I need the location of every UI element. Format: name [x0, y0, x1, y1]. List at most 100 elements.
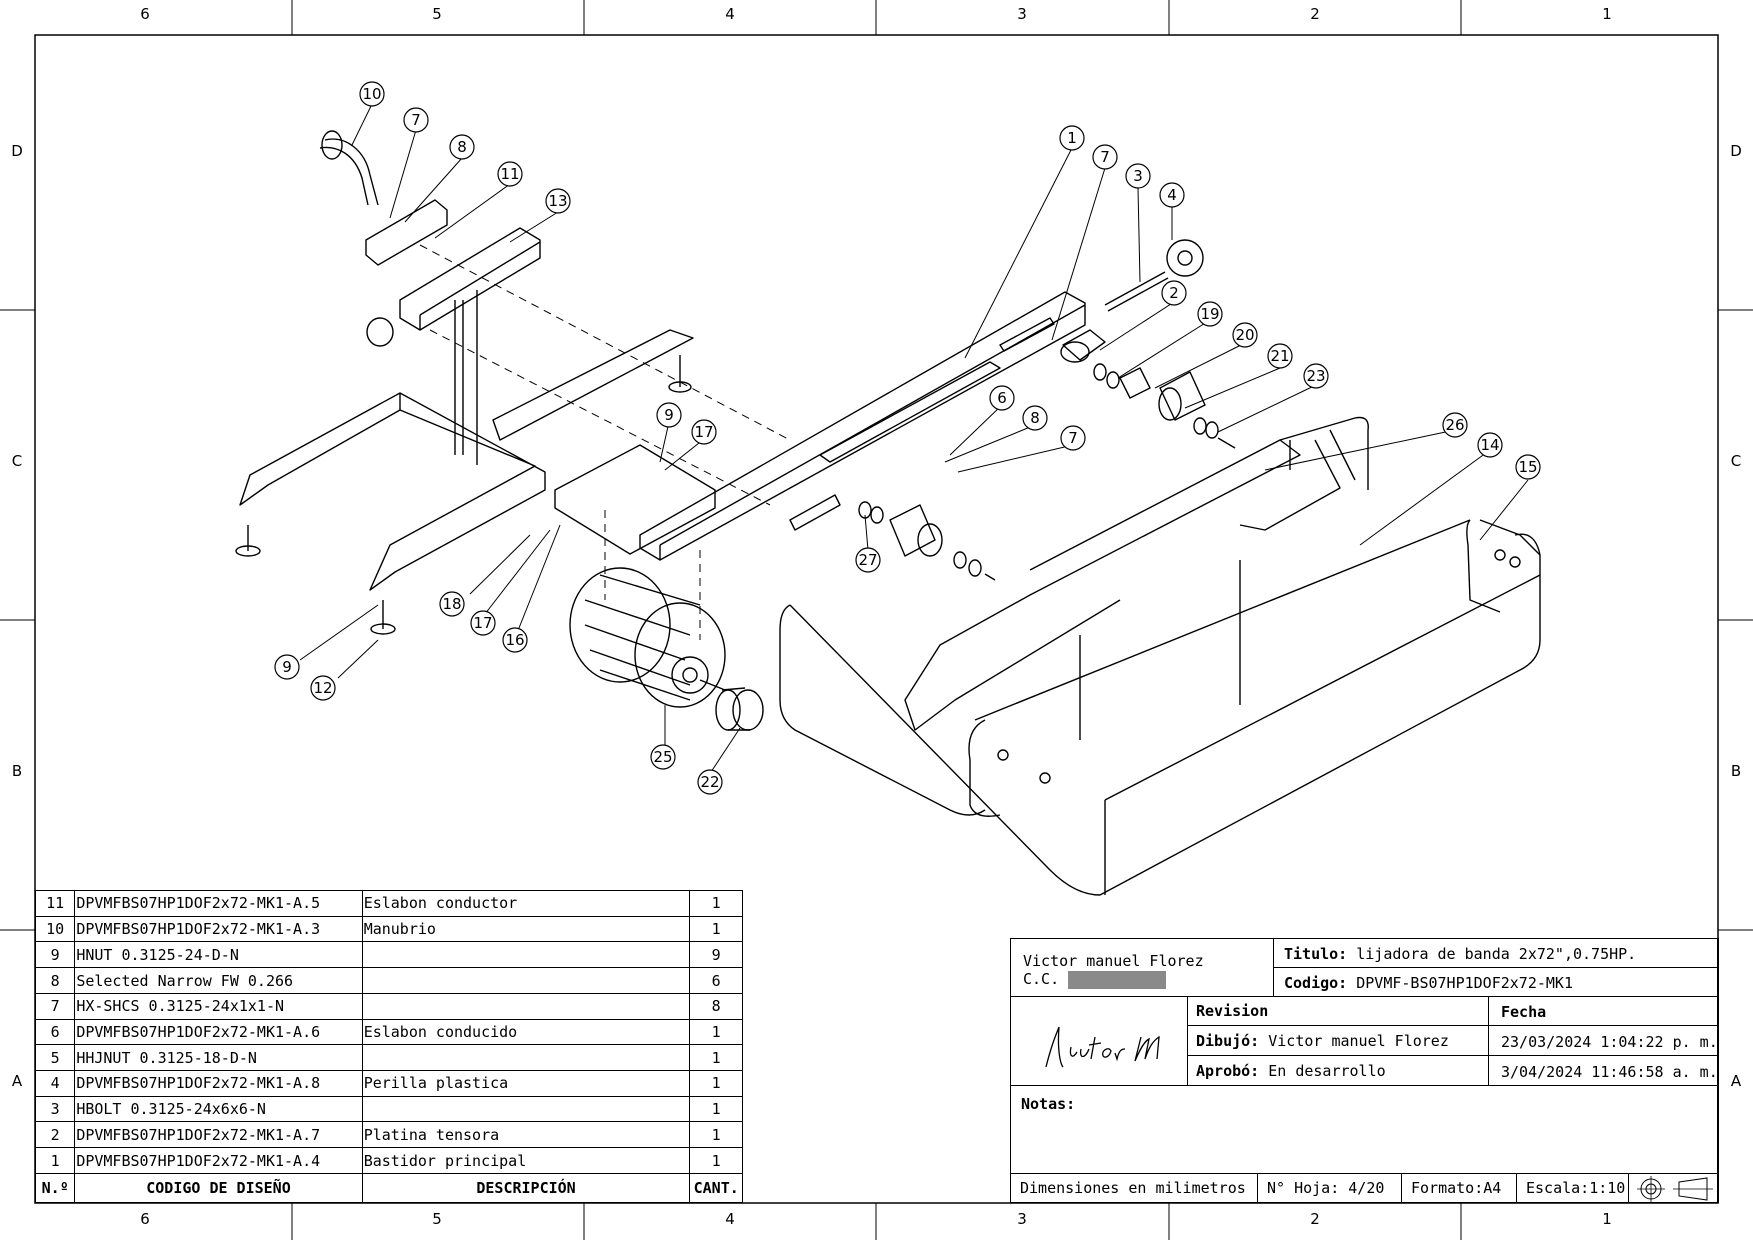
zone-col-label: 6 [140, 1210, 150, 1228]
bom-cell-qty: 1 [689, 1095, 743, 1123]
balloon-circle [656, 402, 682, 428]
aprobo-value: En desarrollo [1268, 1062, 1386, 1080]
balloon-circle [697, 769, 723, 795]
zone-col-label: 4 [725, 1210, 735, 1228]
bom-cell-num: 2 [34, 1121, 76, 1149]
dibujo-fecha: 23/03/2024 1:04:22 p. m. [1501, 1033, 1718, 1051]
balloon-circle [497, 161, 523, 187]
zone-col-label: 6 [140, 5, 150, 23]
zone-col-label: 3 [1017, 1210, 1027, 1228]
balloon-label: 4 [1167, 186, 1177, 204]
bom-cell-desc: Eslabon conductor [361, 890, 691, 917]
bom-cell-desc [361, 941, 691, 969]
bom-header-code: CODIGO DE DISEÑO [74, 1173, 363, 1203]
bom-header-desc: DESCRIPCIÓN [361, 1173, 691, 1203]
notas-label: Notas: [1021, 1095, 1076, 1113]
bom-cell-num: 4 [34, 1070, 76, 1097]
bom-header-qty: CANT. [689, 1173, 743, 1203]
author-name: Victor manuel Florez [1023, 952, 1204, 970]
formato-label: Formato: [1411, 1179, 1484, 1197]
balloon-label: 7 [1068, 429, 1078, 447]
formato-cell: Formato:A4 [1401, 1173, 1517, 1203]
balloon-circle [310, 675, 336, 701]
aprobo-label: Aprobó: [1196, 1062, 1260, 1080]
balloon-circle [1515, 454, 1541, 480]
bom-cell-code: DPVMFBS07HP1DOF2x72-MK1-A.7 [74, 1121, 363, 1149]
bom-cell-desc [361, 1044, 691, 1072]
balloon-label: 27 [858, 551, 877, 569]
balloon-circle [1022, 405, 1048, 431]
balloon-label: 21 [1270, 347, 1289, 365]
bom-cell-desc: Eslabon conducido [361, 1018, 691, 1046]
escala-cell: Escala:1:10 [1516, 1173, 1629, 1203]
dibujo-fecha-cell: 23/03/2024 1:04:22 p. m. [1488, 1025, 1719, 1056]
bom-cell-desc [361, 1095, 691, 1123]
balloon-label: 11 [500, 165, 519, 183]
zone-col-label: 5 [432, 1210, 442, 1228]
dimensiones-cell: Dimensiones en milimetros [1010, 1173, 1258, 1203]
balloon-circle [274, 654, 300, 680]
balloon-circle [1092, 144, 1118, 170]
bom-cell-num: 1 [34, 1147, 76, 1174]
bom-cell-code: HX-SHCS 0.3125-24x1x1-N [74, 992, 363, 1020]
notas-cell: Notas: [1010, 1085, 1719, 1174]
revision-label: Revision [1196, 1002, 1269, 1020]
balloon-label: 9 [282, 658, 292, 676]
balloon-circle [1442, 412, 1468, 438]
bom-cell-code: DPVMFBS07HP1DOF2x72-MK1-A.8 [74, 1070, 363, 1097]
balloon-circle [1197, 301, 1223, 327]
bom-cell-qty: 1 [689, 1018, 743, 1046]
escala-value: 1:10 [1589, 1179, 1626, 1197]
balloon-circle [449, 134, 475, 160]
balloon-label: 17 [473, 614, 492, 632]
balloon-label: 13 [548, 192, 567, 210]
zone-col-label: 1 [1602, 5, 1612, 23]
aprobo-cell: Aprobó: En desarrollo [1187, 1055, 1489, 1086]
projection-symbol-cell [1628, 1173, 1719, 1203]
balloon-label: 12 [313, 679, 332, 697]
bom-cell-qty: 1 [689, 890, 743, 917]
cc-line: C.C. [1023, 970, 1167, 989]
fecha-label: Fecha [1501, 1003, 1547, 1021]
first-angle-projection-icon [1637, 1176, 1713, 1202]
bom-cell-qty: 1 [689, 1147, 743, 1174]
balloon-label: 3 [1133, 167, 1143, 185]
balloon-circle [989, 385, 1015, 411]
bom-cell-qty: 9 [689, 941, 743, 969]
balloon-label: 19 [1200, 305, 1219, 323]
signature-cell [1010, 996, 1188, 1086]
zone-row-label: C [11, 452, 23, 470]
escala-label: Escala: [1526, 1179, 1590, 1197]
zone-row-label: C [1730, 452, 1742, 470]
bom-cell-qty: 8 [689, 992, 743, 1020]
bom-cell-qty: 1 [689, 1070, 743, 1097]
codigo-label: Codigo: [1284, 974, 1348, 992]
balloon-circle [1267, 343, 1293, 369]
zone-row-label: B [11, 762, 23, 780]
bom-cell-desc [361, 992, 691, 1020]
balloon-label: 16 [505, 631, 524, 649]
balloon-circle [545, 188, 571, 214]
balloon-label: 2 [1169, 284, 1179, 302]
bom-cell-num: 5 [34, 1044, 76, 1072]
title-block: Victor manuel Florez C.C. Titulo: lijado… [1010, 938, 1719, 1203]
bom-cell-num: 6 [34, 1018, 76, 1046]
zone-row-label: D [1730, 142, 1742, 160]
balloon-label: 17 [694, 423, 713, 441]
balloon-circle [855, 547, 881, 573]
balloon-label: 8 [1030, 409, 1040, 427]
bom-cell-qty: 1 [689, 1121, 743, 1149]
balloon-circle [1125, 163, 1151, 189]
hoja-label: N° Hoja: [1267, 1179, 1340, 1197]
balloon-circle [1060, 425, 1086, 451]
bom-header-num: N.º [34, 1173, 76, 1203]
bom-cell-code: DPVMFBS07HP1DOF2x72-MK1-A.3 [74, 915, 363, 943]
